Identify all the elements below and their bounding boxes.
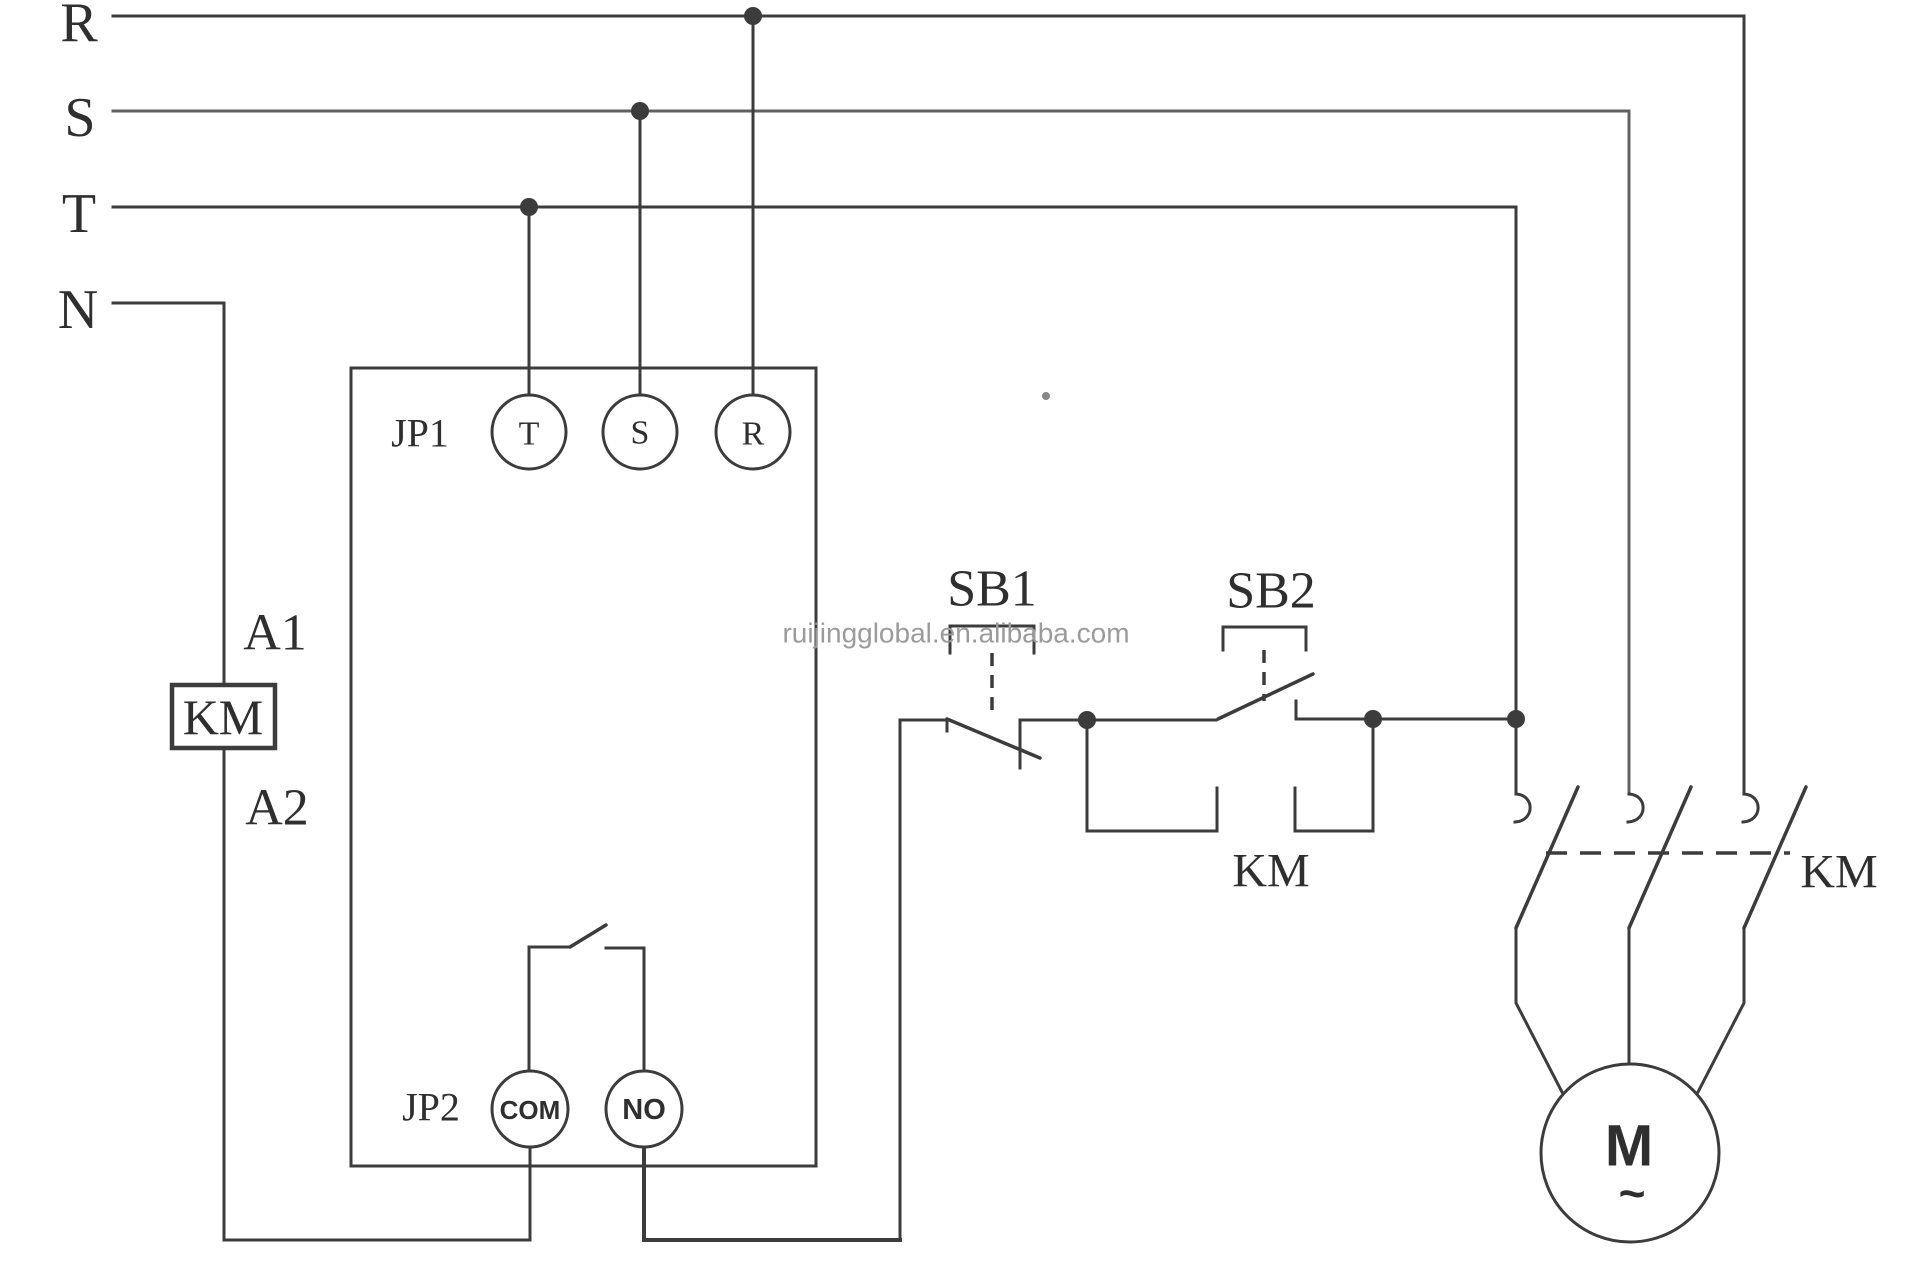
motor-circle — [1539, 1062, 1721, 1244]
label-terminal-no: NO — [622, 1094, 666, 1126]
label-terminal-s: S — [631, 415, 650, 452]
pole2-blade — [1627, 785, 1693, 930]
junction-t-line — [1507, 710, 1525, 728]
relay-input-drops — [527, 14, 755, 397]
label-aux-km: KM — [1232, 845, 1309, 898]
wire-phase-r — [111, 14, 1746, 796]
pole3-hook — [1741, 792, 1760, 824]
label-phase-s: S — [64, 87, 95, 149]
junction-dots — [520, 7, 1525, 729]
pole2-hook — [1626, 792, 1645, 824]
wire-neutral-top — [111, 301, 226, 687]
label-main-km: KM — [1800, 846, 1877, 899]
relay-internal-contact — [527, 923, 646, 1073]
pole1-hook — [1513, 792, 1532, 824]
wire-phase-t — [111, 205, 1518, 796]
watermark-text: ruijingglobal.en.alibaba.com — [782, 618, 1129, 649]
control-circuit-wires — [642, 672, 1518, 1242]
label-jp2: JP2 — [402, 1085, 460, 1130]
pole3-blade — [1742, 785, 1808, 930]
terminal-com-circle — [490, 1069, 570, 1149]
label-terminal-r: R — [742, 416, 765, 453]
label-terminal-t: T — [519, 416, 540, 453]
label-coil-a1: A1 — [243, 605, 307, 662]
junction-sb2-out — [1364, 710, 1382, 728]
junction-r-tap — [744, 7, 762, 25]
label-phase-t: T — [62, 183, 96, 245]
stray-speck — [1042, 392, 1050, 400]
junction-t-tap — [520, 198, 538, 216]
wire-pole1-to-motor — [1514, 926, 1565, 1095]
wire-neutral-return — [222, 746, 532, 1242]
label-jp1: JP1 — [391, 411, 449, 456]
wire-phase-s — [111, 109, 1631, 796]
junction-s-tap — [631, 102, 649, 120]
phase-relay-box — [349, 366, 818, 1168]
sb1-blade — [945, 717, 1042, 760]
motor-symbol: M ~ — [1539, 1062, 1721, 1244]
label-terminal-com: COM — [500, 1095, 561, 1125]
label-sb1: SB1 — [947, 561, 1037, 618]
main-contactor-poles — [1513, 785, 1808, 1095]
aux-contact-left — [1085, 718, 1219, 833]
label-neutral: N — [58, 279, 98, 341]
sb1-button-cap — [948, 624, 1036, 655]
motor-ac-symbol: ~ — [1619, 1167, 1646, 1219]
terminal-r-circle — [714, 393, 792, 471]
wire-pole3-to-motor — [1695, 926, 1746, 1095]
terminal-no-circle — [604, 1069, 684, 1149]
label-sb2: SB2 — [1226, 563, 1316, 620]
relay-contact-blade — [568, 923, 608, 949]
labels: R S T N A1 KM A2 JP1 JP2 T S R COM NO SB… — [58, 0, 1878, 1130]
power-bus-wires — [111, 14, 1746, 1242]
sb2-button-cap — [1221, 625, 1308, 652]
wire-no-riser — [604, 946, 646, 1073]
label-coil-a2: A2 — [245, 780, 309, 837]
junction-sb1-out — [1078, 711, 1096, 729]
label-coil-km: KM — [183, 689, 264, 745]
aux-contact-right — [1293, 717, 1375, 833]
motor-letter: M — [1605, 1114, 1653, 1179]
wire-control-riser — [898, 718, 949, 1242]
pole1-blade — [1514, 785, 1580, 930]
pushbutton-symbols — [948, 624, 1308, 714]
terminal-s-circle — [601, 393, 679, 471]
terminal-t-circle — [490, 393, 568, 471]
relay-terminals — [490, 393, 792, 1149]
wire-no-output — [642, 1145, 902, 1242]
label-phase-r: R — [60, 0, 98, 54]
wire-com-riser — [527, 945, 572, 1073]
